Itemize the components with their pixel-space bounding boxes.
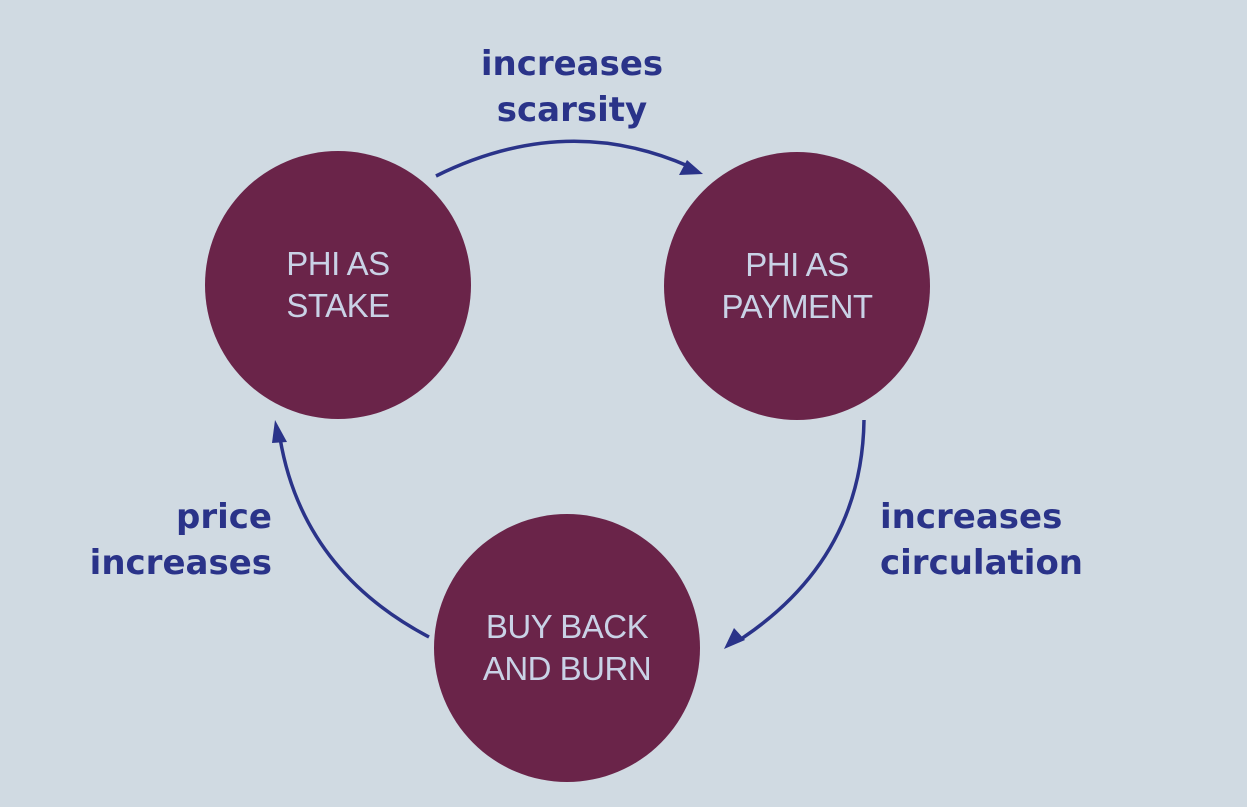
edge-label-increases-circulation: increases circulation [880, 494, 1083, 586]
edge-label-left-line2: increases [89, 543, 272, 583]
node-stake-line1: PHI AS [286, 245, 390, 282]
node-payment-line2: PAYMENT [721, 288, 873, 325]
node-phi-as-stake: PHI AS STAKE [205, 151, 471, 419]
node-payment-line1: PHI AS [745, 246, 849, 283]
arrow-burn-to-stake [278, 437, 430, 639]
edge-label-increases-scarsity: increases scarsity [472, 41, 672, 133]
arrowhead-burn-to-stake [272, 420, 287, 443]
node-burn-line1: BUY BACK [485, 608, 649, 645]
node-phi-as-payment: PHI AS PAYMENT [664, 152, 930, 420]
edge-label-top-line2: scarsity [496, 90, 648, 130]
arrow-stake-to-payment [435, 139, 689, 178]
edge-label-right-line2: circulation [880, 543, 1084, 583]
arrow-payment-to-burn [737, 419, 866, 643]
node-buy-back-and-burn: BUY BACK AND BURN [434, 514, 700, 782]
node-stake-line2: STAKE [286, 287, 390, 324]
arrowhead-payment-to-burn [724, 628, 745, 649]
edge-label-right-line1: increases [880, 497, 1063, 537]
edge-label-left-line1: price [176, 497, 272, 537]
node-burn-line2: AND BURN [482, 650, 652, 687]
edge-label-top-line1: increases [480, 44, 664, 84]
arrowhead-stake-to-payment [679, 160, 703, 175]
edge-label-price-increases: price increases [60, 494, 272, 586]
